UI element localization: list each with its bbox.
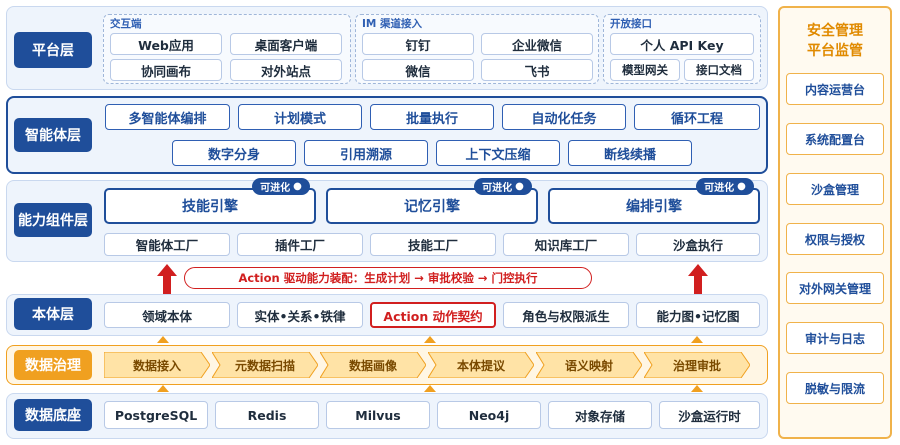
agent-resume-stream[interactable]: 断线续播 (568, 140, 692, 166)
sidebar-title-line1: 安全管理 (807, 23, 863, 39)
ontology-capability-memory-graph[interactable]: 能力图•记忆图 (636, 302, 760, 328)
sidebar-item[interactable]: 系统配置台 (786, 123, 884, 155)
platform-web-app[interactable]: Web应用 (110, 33, 222, 55)
sidebar-item[interactable]: 脱敏与限流 (786, 372, 884, 404)
governance-step-label: 元数据扫描 (234, 358, 295, 373)
agent-digital-twin[interactable]: 数字分身 (172, 140, 296, 166)
governance-step-label: 语义映射 (564, 358, 613, 373)
platform-wecom[interactable]: 企业微信 (481, 33, 593, 55)
foundation-to-gov-arrows (157, 385, 703, 392)
factory-skill[interactable]: 技能工厂 (370, 233, 496, 256)
sidebar-title-line2: 平台监管 (807, 43, 863, 59)
memory-engine[interactable]: 记忆引擎 (326, 188, 538, 224)
platform-api-key[interactable]: 个人 API Key (610, 33, 754, 55)
foundation-layer-label: 数据底座 (14, 399, 92, 431)
memory-engine-evolve-badge: 可进化 ● (474, 178, 532, 195)
db-milvus[interactable]: Milvus (326, 401, 430, 429)
governance-step[interactable]: 数据接入 (104, 352, 210, 378)
governance-step-label: 数据接入 (132, 358, 181, 373)
capability-layer-label: 能力组件层 (14, 203, 92, 237)
flame-icon: ● (293, 181, 302, 192)
agent-context-compress[interactable]: 上下文压缩 (436, 140, 560, 166)
sidebar-item[interactable]: 沙盒管理 (786, 173, 884, 205)
factory-agent[interactable]: 智能体工厂 (104, 233, 230, 256)
right-up-arrow (688, 264, 708, 294)
factory-knowledge[interactable]: 知识库工厂 (503, 233, 629, 256)
interaction-group-title: 交互端 (110, 18, 142, 30)
ontology-entity-relation[interactable]: 实体•关系•铁律 (237, 302, 363, 328)
governance-step[interactable]: 语义映射 (536, 352, 642, 378)
db-sandbox-runtime[interactable]: 沙盒运行时 (659, 401, 760, 429)
evolve-label: 可进化 (482, 183, 513, 194)
agent-loop-engineering[interactable]: 循环工程 (634, 104, 760, 130)
platform-desktop-client[interactable]: 桌面客户端 (230, 33, 342, 55)
skill-engine-evolve-badge: 可进化 ● (252, 178, 310, 195)
platform-canvas[interactable]: 协同画布 (110, 59, 222, 81)
governance-step[interactable]: 治理审批 (644, 352, 750, 378)
sidebar-item[interactable]: 内容运营台 (786, 73, 884, 105)
governance-step-label: 治理审批 (672, 358, 721, 373)
platform-api-docs[interactable]: 接口文档 (684, 59, 754, 81)
db-object-storage[interactable]: 对象存储 (548, 401, 652, 429)
sidebar-item[interactable]: 审计与日志 (786, 322, 884, 354)
agent-batch-exec[interactable]: 批量执行 (370, 104, 494, 130)
governance-layer-label: 数据治理 (14, 350, 92, 380)
db-redis[interactable]: Redis (215, 401, 319, 429)
im-group-title: IM 渠道接入 (362, 18, 423, 30)
platform-model-gateway[interactable]: 模型网关 (610, 59, 680, 81)
sidebar-item[interactable]: 对外网关管理 (786, 272, 884, 304)
ontology-action-contract[interactable]: Action 动作契约 (370, 302, 496, 328)
sidebar-item[interactable]: 权限与授权 (786, 223, 884, 255)
governance-step[interactable]: 元数据扫描 (212, 352, 318, 378)
action-banner: Action 驱动能力装配：生成计划 → 审批校验 → 门控执行 (184, 267, 592, 289)
platform-wechat[interactable]: 微信 (362, 59, 474, 81)
flame-icon: ● (737, 181, 746, 192)
platform-feishu[interactable]: 飞书 (481, 59, 593, 81)
ontology-layer-label: 本体层 (14, 298, 92, 330)
platform-external-site[interactable]: 对外站点 (230, 59, 342, 81)
factory-plugin[interactable]: 插件工厂 (237, 233, 363, 256)
db-neo4j[interactable]: Neo4j (437, 401, 541, 429)
governance-step[interactable]: 本体提议 (428, 352, 534, 378)
agent-citation-trace[interactable]: 引用溯源 (304, 140, 428, 166)
ontology-role-permission[interactable]: 角色与权限派生 (503, 302, 629, 328)
open-api-group-title: 开放接口 (610, 18, 652, 30)
db-postgresql[interactable]: PostgreSQL (104, 401, 208, 429)
left-up-arrow (157, 264, 177, 294)
platform-dingtalk[interactable]: 钉钉 (362, 33, 474, 55)
agent-auto-task[interactable]: 自动化任务 (502, 104, 626, 130)
gov-to-ontology-arrows (157, 336, 703, 343)
ontology-domain[interactable]: 领域本体 (104, 302, 230, 328)
platform-layer-label: 平台层 (14, 32, 92, 68)
evolve-label: 可进化 (704, 183, 735, 194)
governance-step-label: 数据画像 (348, 358, 397, 373)
governance-step-label: 本体提议 (456, 358, 505, 373)
agent-plan-mode[interactable]: 计划模式 (238, 104, 362, 130)
governance-step[interactable]: 数据画像 (320, 352, 426, 378)
agent-multi-orchestration[interactable]: 多智能体编排 (105, 104, 230, 130)
evolve-label: 可进化 (260, 183, 291, 194)
agent-layer-label: 智能体层 (14, 118, 92, 152)
sandbox-exec[interactable]: 沙盒执行 (636, 233, 760, 256)
orchestration-engine-evolve-badge: 可进化 ● (696, 178, 754, 195)
flame-icon: ● (515, 181, 524, 192)
